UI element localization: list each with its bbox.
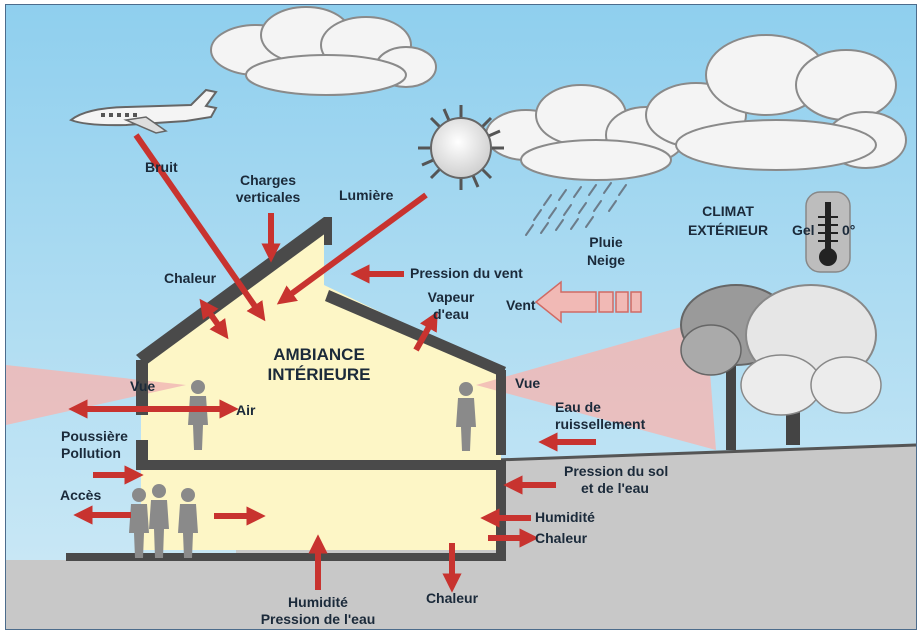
- label-bruit: Bruit: [145, 159, 178, 175]
- red-arrows: [68, 133, 596, 593]
- cloud-icon: [210, 6, 437, 96]
- diagram-frame: Bruit Charges verticales Lumière Chaleur…: [5, 4, 917, 630]
- person-icon: [129, 488, 149, 558]
- label-acces: Accès: [60, 487, 101, 503]
- label-ruissellement: ruissellement: [555, 416, 646, 432]
- label-charges: Charges: [240, 172, 296, 188]
- label-poussiere: Poussière: [61, 428, 128, 444]
- label-pollution: Pollution: [61, 445, 121, 461]
- noise-arrow: [133, 133, 266, 322]
- label-pression-eau: Pression de l'eau: [261, 611, 376, 627]
- thermometer-icon: [805, 191, 851, 273]
- ground-line: [495, 443, 916, 462]
- label-vapeur: Vapeur: [428, 289, 475, 305]
- label-exterieur: EXTÉRIEUR: [688, 222, 768, 238]
- label-zero-degree: 0°: [842, 222, 855, 238]
- airplane-icon: [69, 88, 218, 134]
- label-eau-de: Eau de: [555, 399, 601, 415]
- roof-heat-arrow: [199, 298, 229, 340]
- rain-icon: [525, 182, 627, 236]
- cloud-icon: [645, 34, 907, 171]
- person-icon: [178, 488, 198, 558]
- ground: [6, 445, 916, 629]
- vapour-arrow: [413, 311, 438, 352]
- person-icon: [149, 484, 169, 558]
- label-vue-gauche: Vue: [130, 378, 155, 394]
- label-interieure: INTÉRIEURE: [268, 365, 371, 384]
- label-air: Air: [236, 402, 256, 418]
- label-climat: CLIMAT: [702, 203, 754, 219]
- cloud-icon: [485, 84, 687, 181]
- label-humidite-droite: Humidité: [535, 509, 595, 525]
- label-pression-vent: Pression du vent: [410, 265, 523, 281]
- label-pression-sol: Pression du sol: [564, 463, 668, 479]
- label-deau: d'eau: [433, 306, 469, 322]
- label-lumiere: Lumière: [339, 187, 394, 203]
- wind-arrow: [534, 280, 642, 324]
- label-chaleur-droite: Chaleur: [535, 530, 588, 546]
- person-icon: [456, 382, 476, 451]
- tree-icon: [740, 284, 882, 445]
- label-vue-droite: Vue: [515, 375, 540, 391]
- label-chaleur-toit: Chaleur: [164, 270, 217, 286]
- label-et-de-leau: et de l'eau: [581, 480, 649, 496]
- light-arrow: [276, 192, 428, 305]
- building-environment-diagram: Bruit Charges verticales Lumière Chaleur…: [6, 5, 916, 629]
- house-walls: [66, 217, 506, 561]
- sun-icon: [418, 105, 504, 190]
- label-verticales: verticales: [236, 189, 301, 205]
- label-ambiance: AMBIANCE: [273, 345, 365, 364]
- label-vent: Vent: [506, 297, 536, 313]
- label-neige: Neige: [587, 252, 625, 268]
- label-pluie: Pluie: [589, 234, 623, 250]
- label-humidite-bas: Humidité: [288, 594, 348, 610]
- view-beam-right: [476, 320, 716, 450]
- label-chaleur-bas: Chaleur: [426, 590, 479, 606]
- label-gel: Gel: [792, 222, 815, 238]
